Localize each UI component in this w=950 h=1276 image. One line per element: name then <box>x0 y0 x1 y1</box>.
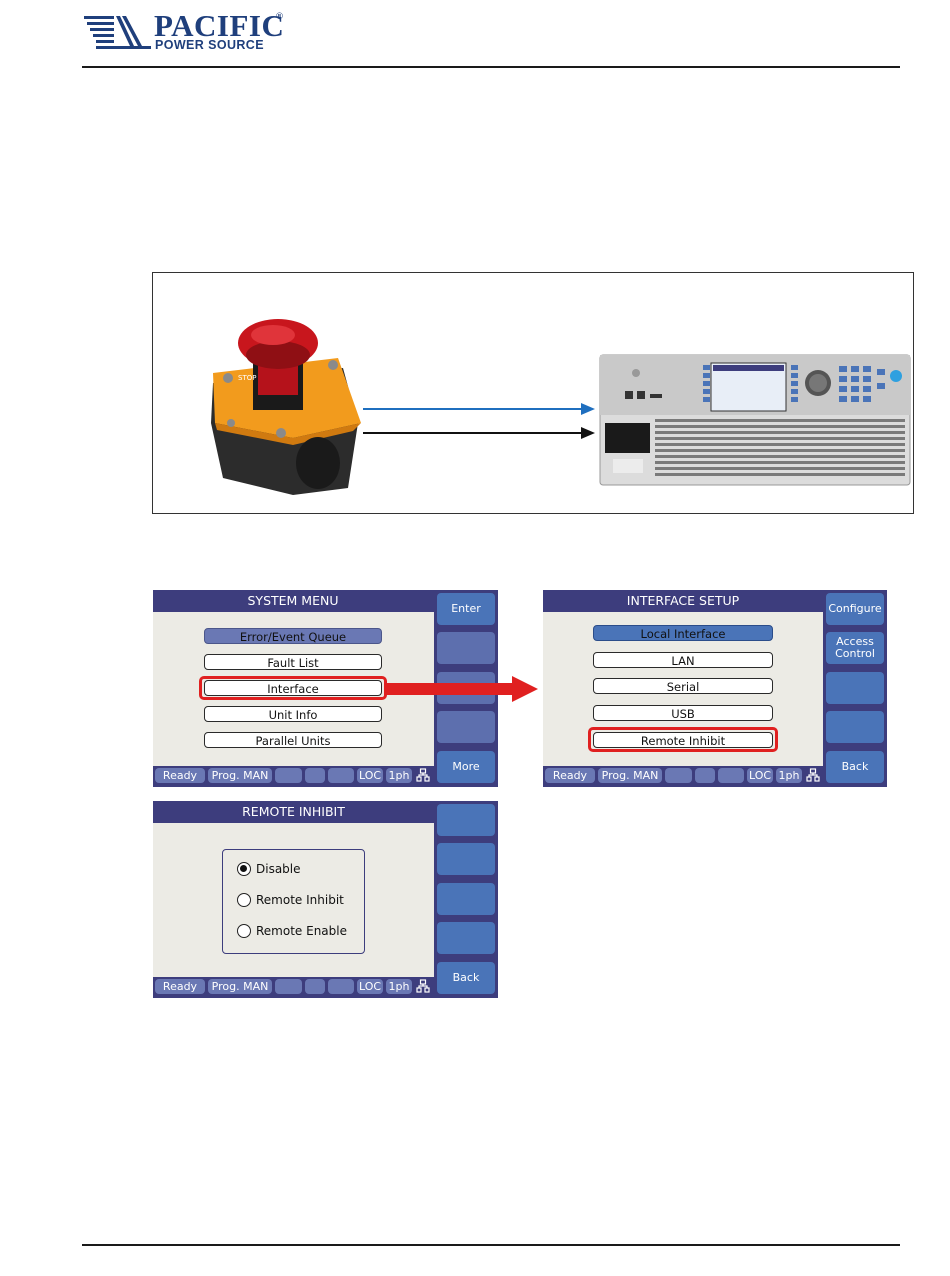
status-blank <box>305 979 325 994</box>
menu-item-parallel-units[interactable]: Parallel Units <box>204 732 382 748</box>
radio-label: Remote Enable <box>256 924 347 938</box>
menu-item-fault-list[interactable]: Fault List <box>204 654 382 670</box>
remote-inhibit-screen: REMOTE INHIBIT Disable Remote Inhibit Re… <box>153 801 498 998</box>
status-prog: Prog. MAN <box>598 768 662 783</box>
softkey-2[interactable] <box>437 843 495 875</box>
menu-item-error-event-queue[interactable]: Error/Event Queue <box>204 628 382 644</box>
interface-setup-screen: INTERFACE SETUP Local Interface LAN Seri… <box>543 590 887 787</box>
radio-option-disable[interactable]: Disable <box>223 862 363 878</box>
status-blank <box>328 768 354 783</box>
radio-button[interactable] <box>237 924 251 938</box>
softkey-4[interactable] <box>437 711 495 743</box>
softkey-1[interactable] <box>437 804 495 836</box>
status-blank <box>695 768 715 783</box>
pacific-power-source-logo <box>84 12 294 56</box>
brand-subtitle: POWER SOURCE <box>155 38 264 52</box>
emergency-stop-icon <box>211 319 361 495</box>
screen-title: INTERFACE SETUP <box>543 590 823 612</box>
configure-softkey[interactable]: Configure <box>826 593 884 625</box>
black-arrow-icon <box>363 427 595 439</box>
estop-label: STOP <box>238 374 256 382</box>
radio-group: Disable Remote Inhibit Remote Enable <box>222 849 365 954</box>
softkey-column: Back <box>434 801 498 998</box>
menu-item-usb[interactable]: USB <box>593 705 773 721</box>
menu-item-remote-inhibit[interactable]: Remote Inhibit <box>593 732 773 748</box>
status-prog: Prog. MAN <box>208 768 272 783</box>
radio-option-remote-inhibit[interactable]: Remote Inhibit <box>223 893 363 909</box>
status-bar: Ready Prog. MAN LOC 1ph <box>543 766 823 785</box>
access-control-softkey[interactable]: Access Control <box>826 632 884 664</box>
back-softkey[interactable]: Back <box>437 962 495 994</box>
connection-diagram: STOP <box>152 272 914 514</box>
screen-title: SYSTEM MENU <box>153 590 433 612</box>
status-ready: Ready <box>545 768 595 783</box>
status-bar: Ready Prog. MAN LOC 1ph <box>153 977 434 996</box>
back-softkey[interactable]: Back <box>826 751 884 783</box>
softkey-4[interactable] <box>826 711 884 743</box>
softkey-2[interactable] <box>437 632 495 664</box>
radio-label: Remote Inhibit <box>256 893 344 907</box>
softkey-column: Configure Access Control Back <box>823 590 887 787</box>
status-phase: 1ph <box>776 768 802 783</box>
registered-mark: ® <box>275 12 284 22</box>
radio-button[interactable] <box>237 862 251 876</box>
logo-mark-icon <box>84 16 151 49</box>
status-loc: LOC <box>357 979 383 994</box>
highlight-box <box>588 727 778 752</box>
status-phase: 1ph <box>386 979 412 994</box>
menu-item-unit-info[interactable]: Unit Info <box>204 706 382 722</box>
status-bar: Ready Prog. MAN LOC 1ph <box>153 766 434 785</box>
screen-title: REMOTE INHIBIT <box>153 801 434 823</box>
radio-option-remote-enable[interactable]: Remote Enable <box>223 924 363 940</box>
menu-item-serial[interactable]: Serial <box>593 678 773 694</box>
brand-name: PACIFIC <box>154 8 285 43</box>
status-phase: 1ph <box>386 768 412 783</box>
radio-label: Disable <box>256 862 301 876</box>
radio-button[interactable] <box>237 893 251 907</box>
header-rule <box>82 66 900 68</box>
status-blank <box>718 768 744 783</box>
network-icon <box>806 768 820 782</box>
menu-item-local-interface[interactable]: Local Interface <box>593 625 773 641</box>
blue-arrow-icon <box>363 403 595 415</box>
network-icon <box>416 979 430 993</box>
status-ready: Ready <box>155 979 205 994</box>
softkey-3[interactable] <box>826 672 884 704</box>
status-blank <box>275 768 302 783</box>
more-softkey[interactable]: More <box>437 751 495 783</box>
status-ready: Ready <box>155 768 205 783</box>
status-blank <box>328 979 354 994</box>
softkey-4[interactable] <box>437 922 495 954</box>
diagram-illustration: STOP <box>211 319 911 495</box>
red-arrow-icon <box>384 676 538 702</box>
status-blank <box>665 768 692 783</box>
footer-rule <box>82 1244 900 1246</box>
menu-item-lan[interactable]: LAN <box>593 652 773 668</box>
status-loc: LOC <box>747 768 773 783</box>
status-loc: LOC <box>357 768 383 783</box>
highlight-box <box>199 676 387 700</box>
status-prog: Prog. MAN <box>208 979 272 994</box>
status-blank <box>275 979 302 994</box>
network-icon <box>416 768 430 782</box>
status-blank <box>305 768 325 783</box>
power-source-unit-icon <box>599 354 911 486</box>
options-area: Disable Remote Inhibit Remote Enable <box>153 823 434 977</box>
enter-softkey[interactable]: Enter <box>437 593 495 625</box>
menu-area: Local Interface LAN Serial USB Remote In… <box>543 612 823 766</box>
menu-item-interface[interactable]: Interface <box>204 680 382 696</box>
softkey-3[interactable] <box>437 883 495 915</box>
